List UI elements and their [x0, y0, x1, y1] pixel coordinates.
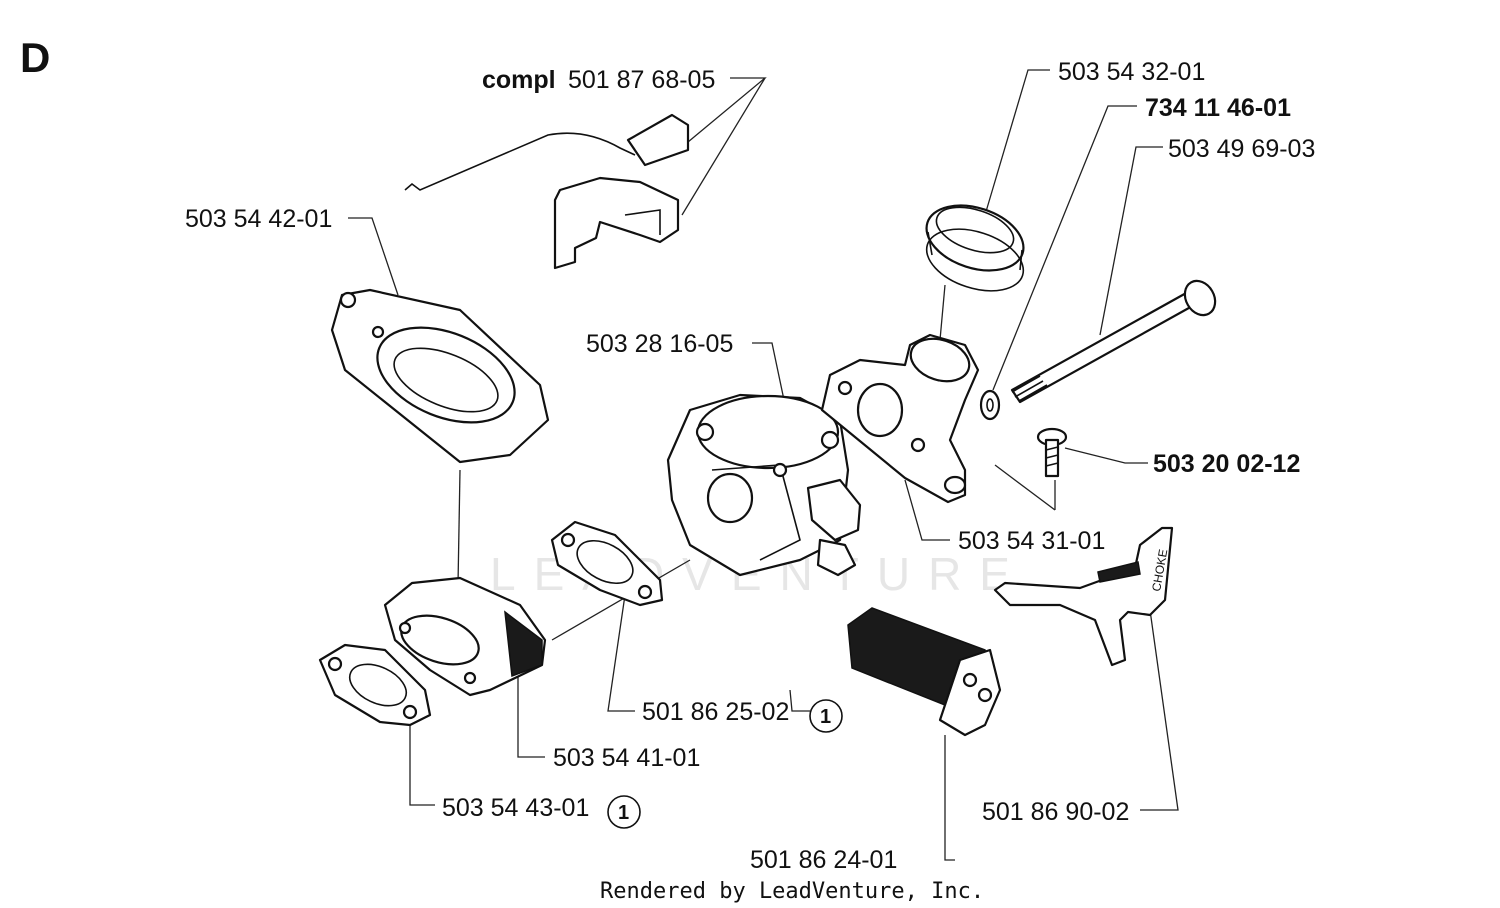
label-small-gasket: 501 86 25-02: [642, 698, 789, 726]
carburetor-part: [666, 393, 862, 577]
label-intake-manifold: 503 54 31-01: [958, 527, 1105, 555]
note-small-gasket: 1: [820, 706, 831, 728]
throttle-wire-part: [404, 113, 690, 270]
note-outer-gasket: 1: [618, 802, 629, 824]
choke-lever-part: CHOKE: [993, 526, 1174, 667]
label-carburetor: 503 28 16-05: [586, 330, 733, 358]
note-marker-outer-gasket: [607, 795, 641, 829]
label-wire-kit-number: 501 87 68-05: [568, 66, 715, 94]
intake-block-part: [383, 576, 547, 697]
filter-block-part: [847, 607, 1002, 737]
leader-lines: [348, 69, 1179, 861]
label-wire-kit-prefix: compl: [482, 66, 556, 94]
footer-credit: Rendered by LeadVenture, Inc.: [600, 879, 984, 904]
label-insulator-plate: 503 54 42-01: [185, 205, 332, 233]
label-filter-block: 501 86 24-01: [750, 846, 897, 874]
washer-part: [979, 389, 1001, 421]
label-long-bolt: 503 49 69-03: [1168, 135, 1315, 163]
label-intake-block: 503 54 41-01: [553, 744, 700, 772]
screw-part: [1036, 427, 1068, 478]
label-outer-gasket: 503 54 43-01: [442, 794, 589, 822]
label-washer: 734 11 46-01: [1145, 94, 1291, 122]
section-letter: D: [20, 34, 50, 81]
small-gasket-part: [550, 520, 664, 607]
insulator-plate-part: [330, 288, 550, 464]
rubber-seal-part: [925, 204, 1025, 292]
outer-gasket-part: [318, 643, 432, 727]
intake-manifold-part: [820, 333, 980, 504]
label-choke-lever: 501 86 90-02: [982, 798, 1129, 826]
label-screw: 503 20 02-12: [1153, 450, 1300, 478]
note-marker-small-gasket: [809, 699, 843, 733]
label-rubber-seal: 503 54 32-01: [1058, 58, 1205, 86]
long-bolt-part: [1010, 279, 1217, 404]
